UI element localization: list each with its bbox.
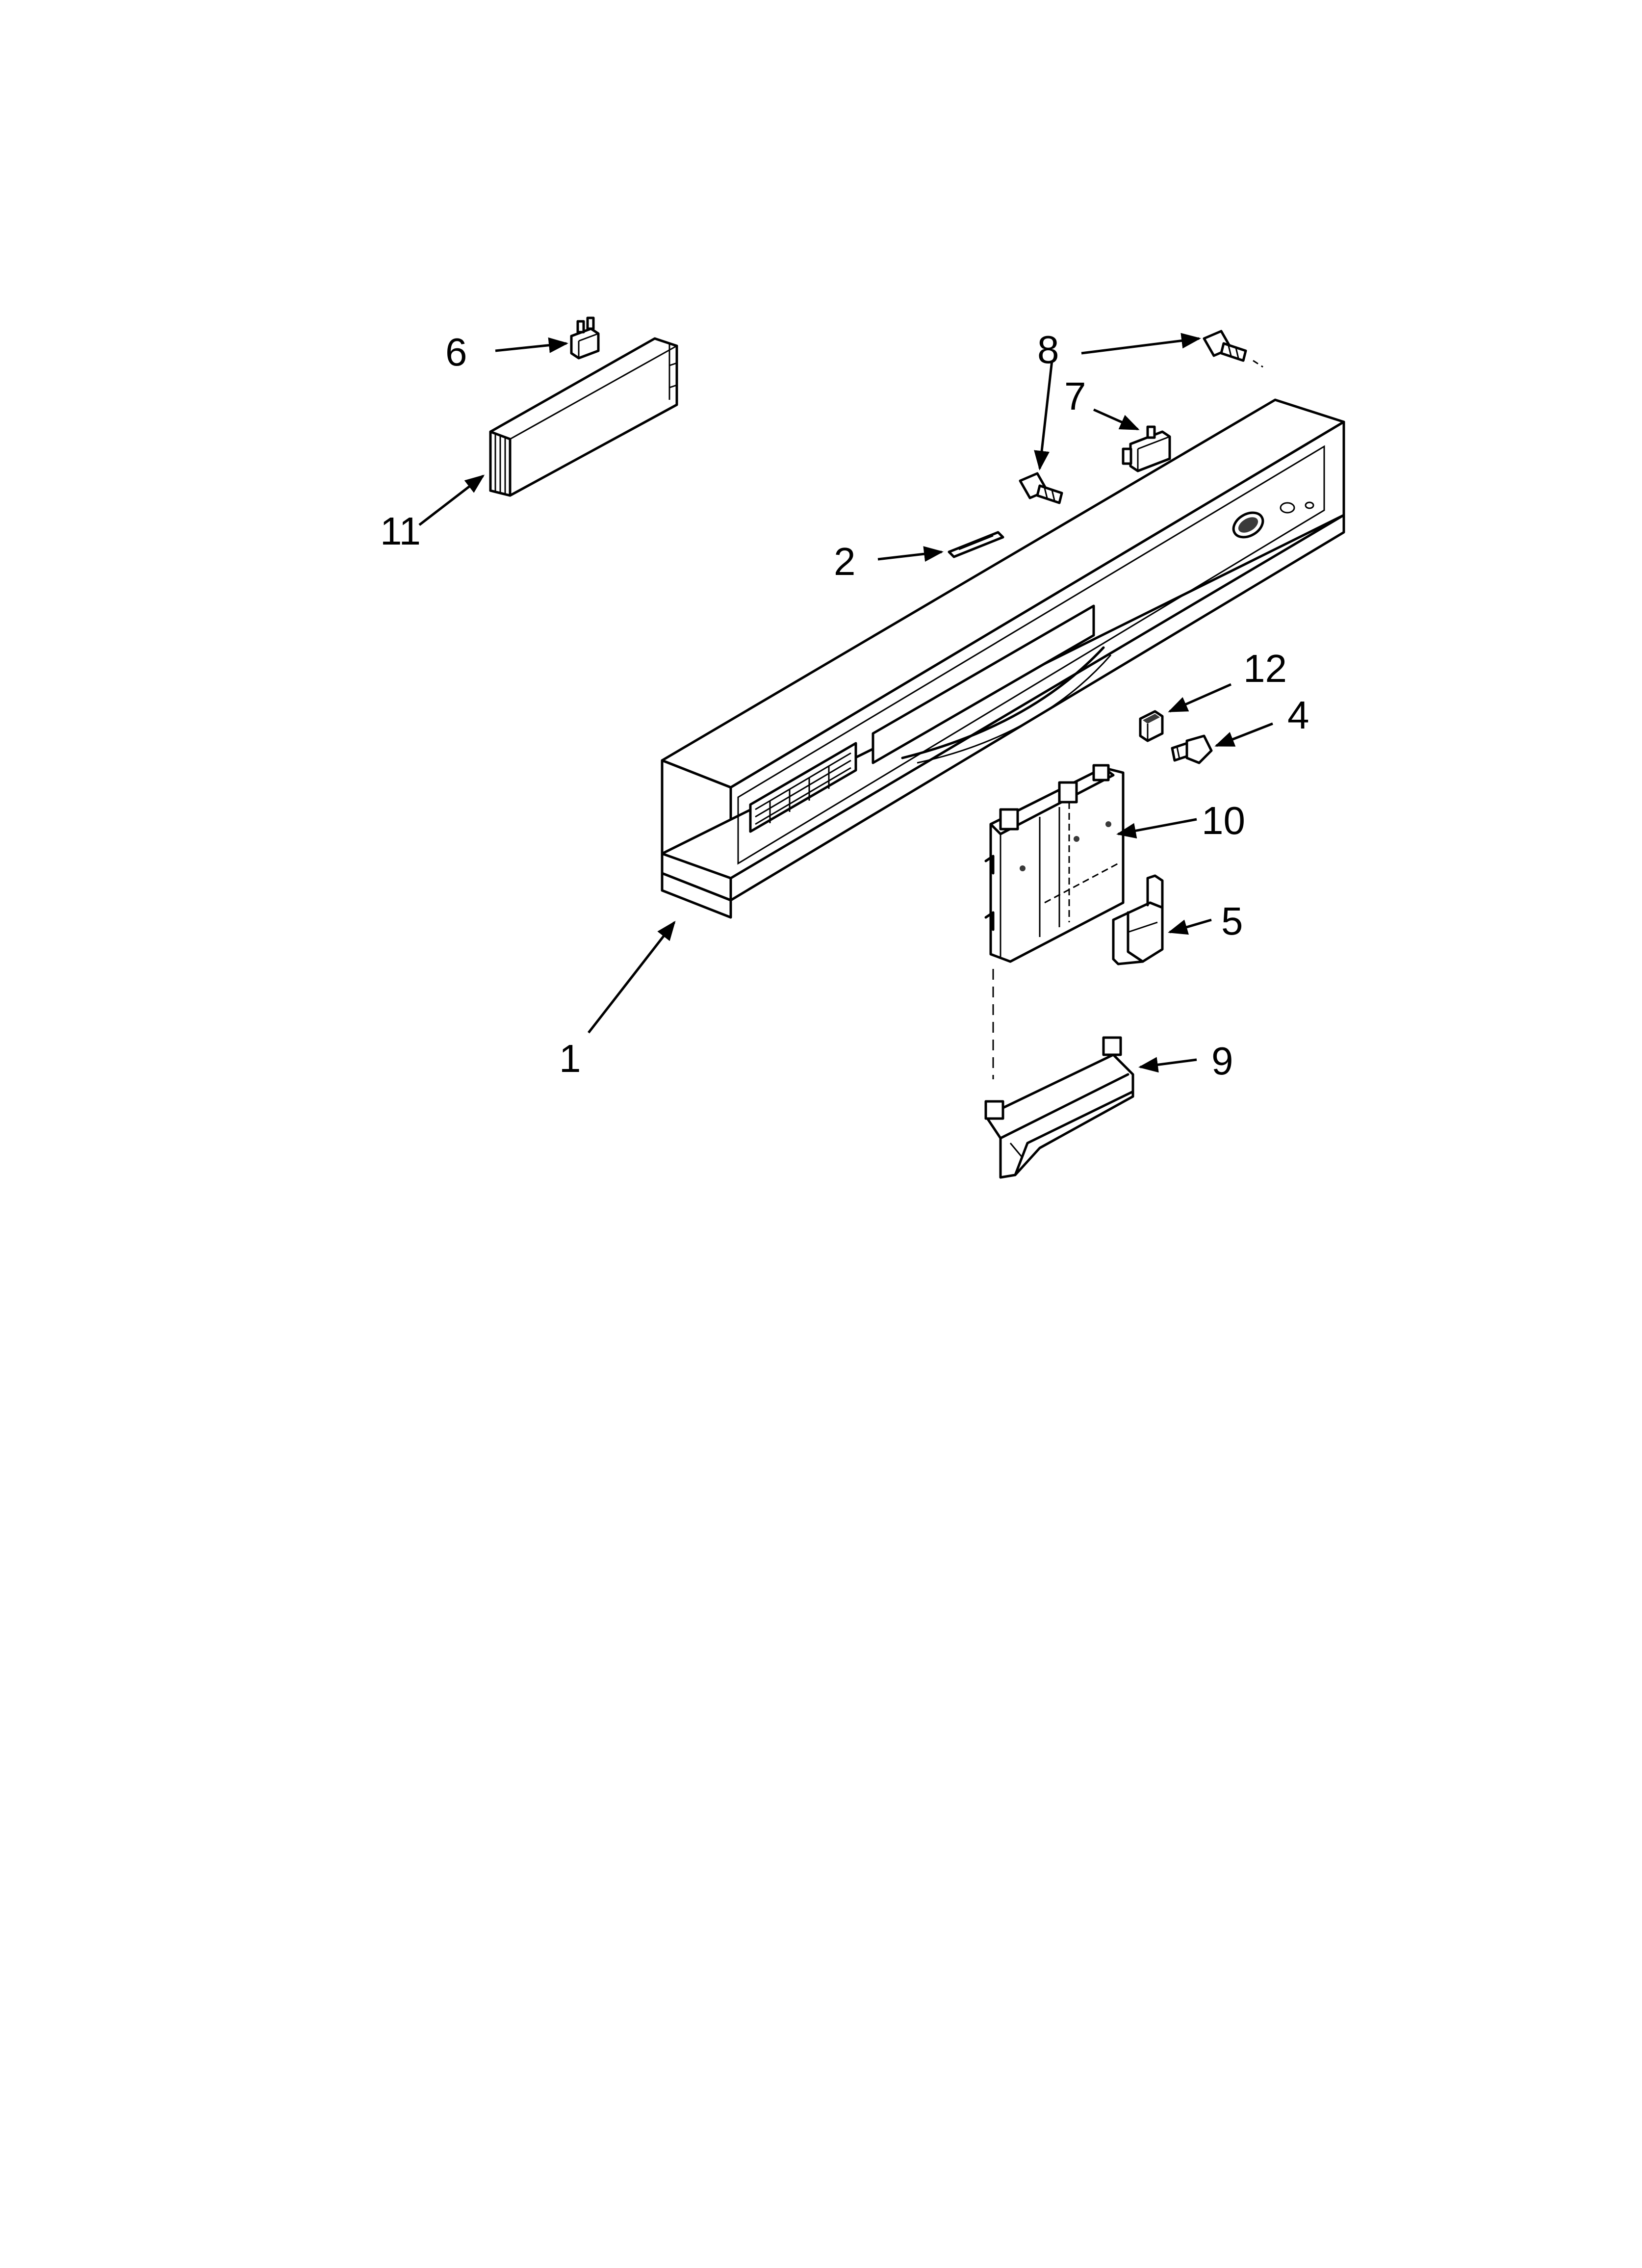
label-part-6: 6 — [445, 330, 467, 374]
part-4-screw — [1171, 734, 1213, 764]
label-part-4: 4 — [1287, 693, 1309, 737]
part-8-screw-b — [1203, 330, 1263, 368]
part-5-latch — [1112, 874, 1164, 965]
vent-grille — [755, 752, 851, 825]
part-8-screw-a — [1019, 472, 1063, 504]
label-part-7: 7 — [1064, 374, 1086, 418]
part-10-bracket — [984, 764, 1125, 963]
label-part-12: 12 — [1243, 647, 1287, 690]
arrow-10 — [1116, 818, 1197, 839]
knob — [1232, 501, 1314, 539]
label-part-5: 5 — [1221, 899, 1243, 943]
arrow-5 — [1168, 918, 1212, 935]
arrow-2 — [877, 546, 944, 562]
arrow-8b — [1034, 360, 1053, 470]
label-part-9: 9 — [1211, 1039, 1233, 1083]
arrow-4 — [1214, 722, 1273, 747]
label-part-11: 11 — [380, 509, 421, 553]
label-part-2: 2 — [834, 540, 856, 583]
arrow-7 — [1093, 408, 1140, 431]
arrow-8a — [1081, 333, 1201, 355]
part-labels: 6 11 8 7 2 12 4 10 5 9 1 — [380, 328, 1309, 1083]
part-1-control-panel — [661, 398, 1345, 919]
arrow-12 — [1168, 683, 1232, 713]
part-9-support — [984, 1036, 1134, 1179]
part-12-switch — [1139, 710, 1164, 742]
part-2-badge — [948, 531, 1004, 558]
part-11-control-module — [489, 337, 678, 497]
arrow-9 — [1138, 1057, 1197, 1073]
arrow-1 — [588, 920, 676, 1034]
arrow-11 — [418, 474, 485, 526]
label-part-10: 10 — [1202, 799, 1245, 842]
callout-arrows — [418, 333, 1273, 1073]
part-7-clip — [1122, 425, 1171, 472]
part-6-clip — [570, 316, 600, 360]
label-part-8: 8 — [1037, 328, 1059, 371]
label-part-1: 1 — [559, 1037, 581, 1080]
arrow-6 — [495, 337, 568, 353]
